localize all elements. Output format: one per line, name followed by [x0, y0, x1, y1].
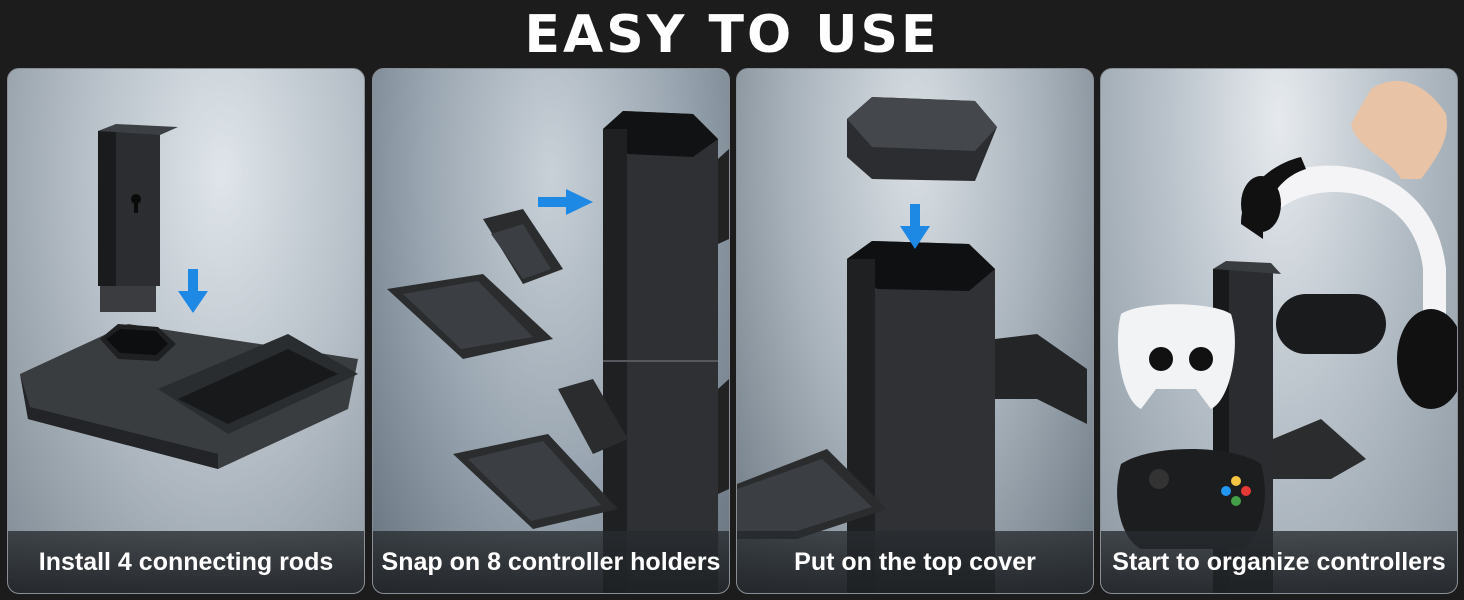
top-cover-illustration: [737, 97, 1087, 593]
step-panel-install-rods: Install 4 connecting rods: [7, 68, 365, 594]
down-arrow-icon: [178, 269, 208, 313]
step-panel-snap-holders: Snap on 8 controller holders: [372, 68, 730, 594]
down-arrow-icon: [900, 204, 930, 249]
page-title: EASY TO USE: [524, 5, 940, 65]
step-panel-organize: Start to organize controllers: [1100, 68, 1458, 594]
step-caption: Snap on 8 controller holders: [373, 531, 729, 593]
stand-base-illustration: [20, 124, 358, 469]
step-panel-top-cover: Put on the top cover: [736, 68, 1094, 594]
holder-column-illustration: [387, 111, 729, 593]
step-caption: Start to organize controllers: [1101, 531, 1457, 593]
step-caption: Put on the top cover: [737, 531, 1093, 593]
organized-stand-illustration: [1117, 80, 1457, 593]
step-caption: Install 4 connecting rods: [8, 531, 364, 593]
right-arrow-icon: [538, 189, 593, 215]
